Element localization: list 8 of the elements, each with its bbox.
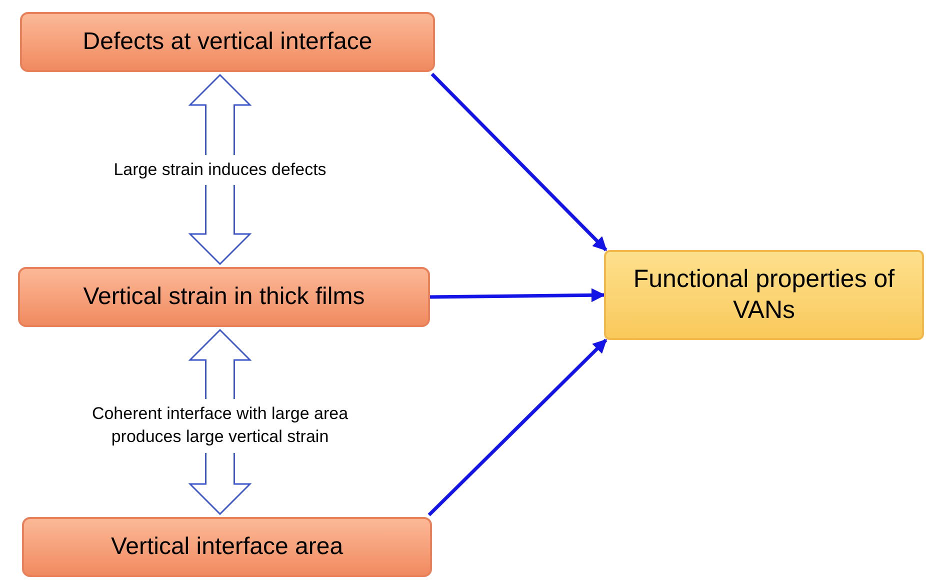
- hollow-double-arrow: [189, 74, 251, 265]
- process-box: Vertical strain in thick films: [18, 267, 430, 327]
- process-box: Defects at vertical interface: [20, 12, 435, 72]
- process-box: Functional properties of VANs: [604, 250, 924, 340]
- arrow: [430, 288, 606, 302]
- process-box: Vertical interface area: [22, 517, 432, 577]
- arrow: [430, 72, 608, 252]
- arrow: [428, 338, 608, 516]
